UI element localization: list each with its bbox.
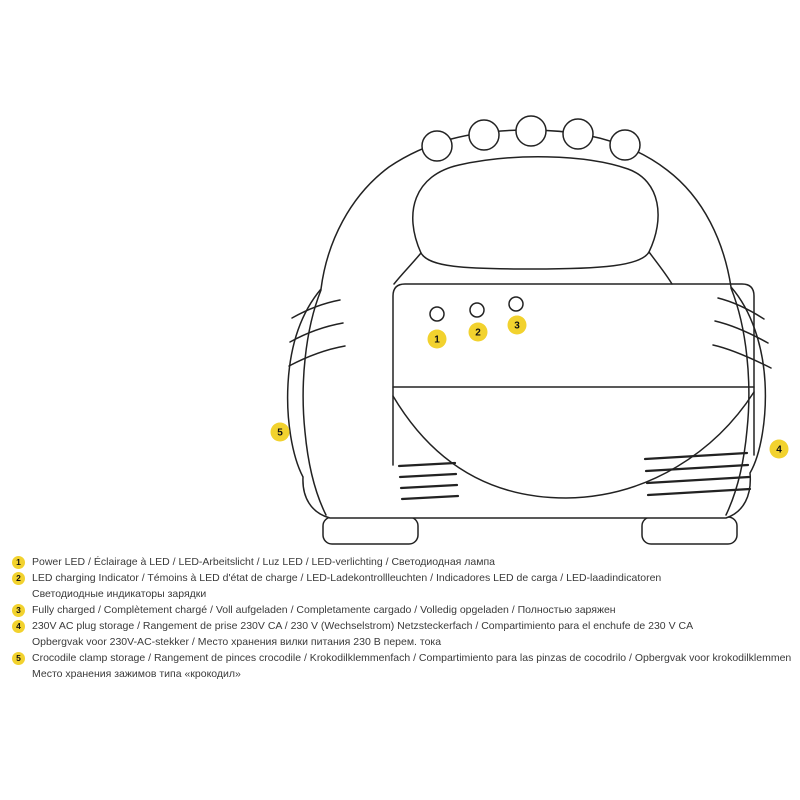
- vent-slots-right: [643, 451, 752, 497]
- device-foot-left: [322, 516, 419, 545]
- callout-circle: [468, 322, 488, 342]
- handle-opening: [412, 156, 659, 270]
- legend-line: Power LED / Éclairage à LED / LED-Arbeit…: [32, 556, 495, 568]
- grip-bump: [421, 130, 453, 162]
- side-contour-right: [725, 287, 750, 516]
- legend-item-number: 5: [12, 652, 25, 665]
- callout-number: 4: [776, 445, 782, 456]
- callout-number: 1: [434, 335, 440, 346]
- callout-circle: [769, 439, 789, 459]
- legend-line: Fully charged / Complètement chargé / Vo…: [32, 604, 616, 616]
- vent-slots-left: [397, 461, 460, 501]
- legend-line: Crocodile clamp storage / Rangement de p…: [32, 652, 792, 664]
- legend-item: 3 Fully charged / Complètement chargé / …: [12, 602, 792, 618]
- handle-neck-left: [393, 252, 422, 285]
- grip-bump: [562, 118, 594, 150]
- legend-item-number: 4: [12, 620, 25, 633]
- callout-number: 3: [514, 321, 520, 332]
- device-diagram: 1 2 3 4 5: [270, 115, 789, 545]
- legend-line: Место хранения зажимов типа «крокодил»: [32, 668, 241, 680]
- device-foot-right: [641, 516, 738, 545]
- callout-number: 5: [277, 428, 283, 439]
- callout-circle: [270, 422, 290, 442]
- callout-circle: [507, 315, 527, 335]
- legend: 1 Power LED / Éclairage à LED / LED-Arbe…: [12, 554, 792, 682]
- panel-sweep-curve: [392, 391, 755, 499]
- legend-line: LED charging Indicator / Témoins à LED d…: [32, 572, 662, 584]
- legend-item: 4 230V AC plug storage / Rangement de pr…: [12, 618, 792, 650]
- legend-line: Светодиодные индикаторы зарядки: [32, 588, 207, 600]
- legend-item: 2 LED charging Indicator / Témoins à LED…: [12, 570, 792, 602]
- legend-line: Opbergvak voor 230V-AC-stekker / Место х…: [32, 636, 442, 648]
- power-led: [429, 306, 445, 322]
- side-grip-lines-right: [712, 297, 772, 369]
- legend-item-number: 2: [12, 572, 25, 585]
- handle-grip-bumps: [421, 115, 641, 162]
- legend-line: 230V AC plug storage / Rangement de pris…: [32, 620, 694, 632]
- side-contour-left: [302, 289, 327, 516]
- legend-item-number: 3: [12, 604, 25, 617]
- side-grip-lines-left: [288, 299, 346, 367]
- callout-number: 2: [475, 328, 481, 339]
- front-panel: [392, 283, 755, 466]
- grip-bump: [515, 115, 547, 147]
- callout-2: 2: [468, 322, 488, 342]
- callout-3: 3: [507, 315, 527, 335]
- charging-led: [469, 302, 485, 318]
- fully-charged-led: [508, 296, 524, 312]
- callout-1: 1: [427, 329, 447, 349]
- callout-4: 4: [769, 439, 789, 459]
- legend-item: 1 Power LED / Éclairage à LED / LED-Arbe…: [12, 554, 792, 570]
- handle-neck-right: [648, 251, 673, 285]
- legend-item: 5 Crocodile clamp storage / Rangement de…: [12, 650, 792, 682]
- legend-item-number: 1: [12, 556, 25, 569]
- grip-bump: [609, 129, 641, 161]
- grip-bump: [468, 119, 500, 151]
- callout-circle: [427, 329, 447, 349]
- callout-5: 5: [270, 422, 290, 442]
